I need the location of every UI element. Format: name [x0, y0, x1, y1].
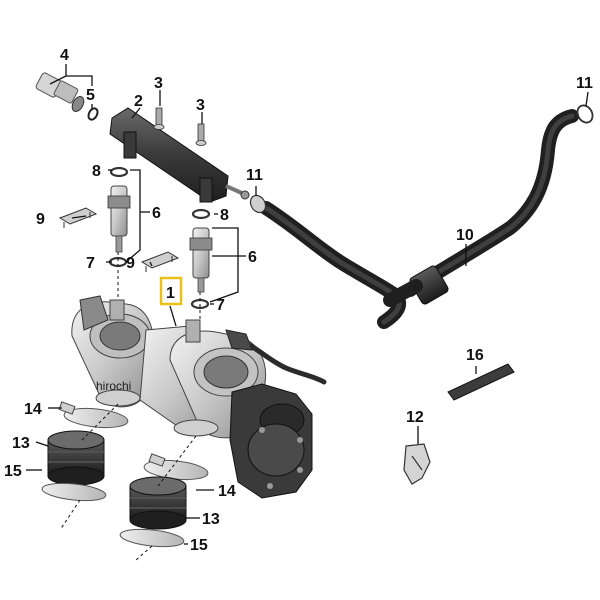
callout-5: 5: [86, 87, 95, 104]
leader-lines: [26, 64, 589, 545]
callout-3-left: 3: [154, 75, 163, 92]
hose-clamp-14-left: [58, 401, 129, 429]
callout-11-right: 11: [576, 75, 593, 92]
callout-1: 1: [166, 285, 175, 302]
o-ring-8-left: [109, 166, 129, 178]
callout-7-left: 7: [86, 255, 95, 272]
throttle-body: [71, 295, 327, 439]
callout-4: 4: [60, 47, 69, 64]
callout-2: 2: [134, 93, 143, 110]
throttle-actuator-motor: [229, 383, 313, 499]
holder-clip-12: [403, 443, 431, 485]
callout-8-right: 8: [220, 207, 229, 224]
hose-clamp-15-left: [41, 482, 107, 502]
cable-strap-16: [447, 363, 515, 401]
fuel-pressure-connector: [35, 72, 85, 112]
callout-12: 12: [406, 409, 424, 426]
callout-13-left: 13: [12, 435, 30, 452]
callout-14-left: 14: [24, 401, 42, 418]
bolt-3-left: [153, 107, 165, 130]
fuel-injector-left: [107, 185, 131, 253]
fuel-injector-right: [189, 227, 213, 293]
assembly-axis-lines: [59, 252, 201, 561]
hose-clamp-11-right: [576, 104, 594, 124]
o-ring-8-right: [191, 208, 211, 220]
callout-14-right: 14: [218, 483, 236, 500]
callout-11-left: 11: [246, 167, 263, 184]
intake-rubber-boot-13-right: [129, 476, 187, 530]
callout-9-right: 9: [126, 255, 135, 272]
fuel-rail: [109, 107, 250, 203]
callout-6-right: 6: [248, 249, 257, 266]
callout-15-right: 15: [190, 537, 208, 554]
retaining-clip-9-left: [58, 207, 98, 228]
callout-8-left: 8: [92, 163, 101, 180]
intake-rubber-boot-13-left: [47, 430, 105, 486]
callout-15-left: 15: [4, 463, 22, 480]
callout-9-left: 9: [36, 211, 45, 228]
vent-hose: [259, 109, 579, 329]
callout-7-right: 7: [216, 297, 225, 314]
hose-clamp-11-left: [249, 194, 267, 214]
callout-6-left: 6: [152, 205, 161, 222]
o-ring-5: [87, 107, 99, 121]
hose-clamp-15-right: [119, 528, 185, 548]
highlight-box-part-1: [159, 276, 183, 306]
callout-10: 10: [456, 227, 474, 244]
bolt-3-right: [195, 123, 207, 146]
callout-3-right: 3: [196, 97, 205, 114]
watermark-text: hirochi: [96, 379, 131, 393]
retaining-clip-9-right: [140, 251, 180, 272]
callout-13-right: 13: [202, 511, 220, 528]
callout-16: 16: [466, 347, 484, 364]
